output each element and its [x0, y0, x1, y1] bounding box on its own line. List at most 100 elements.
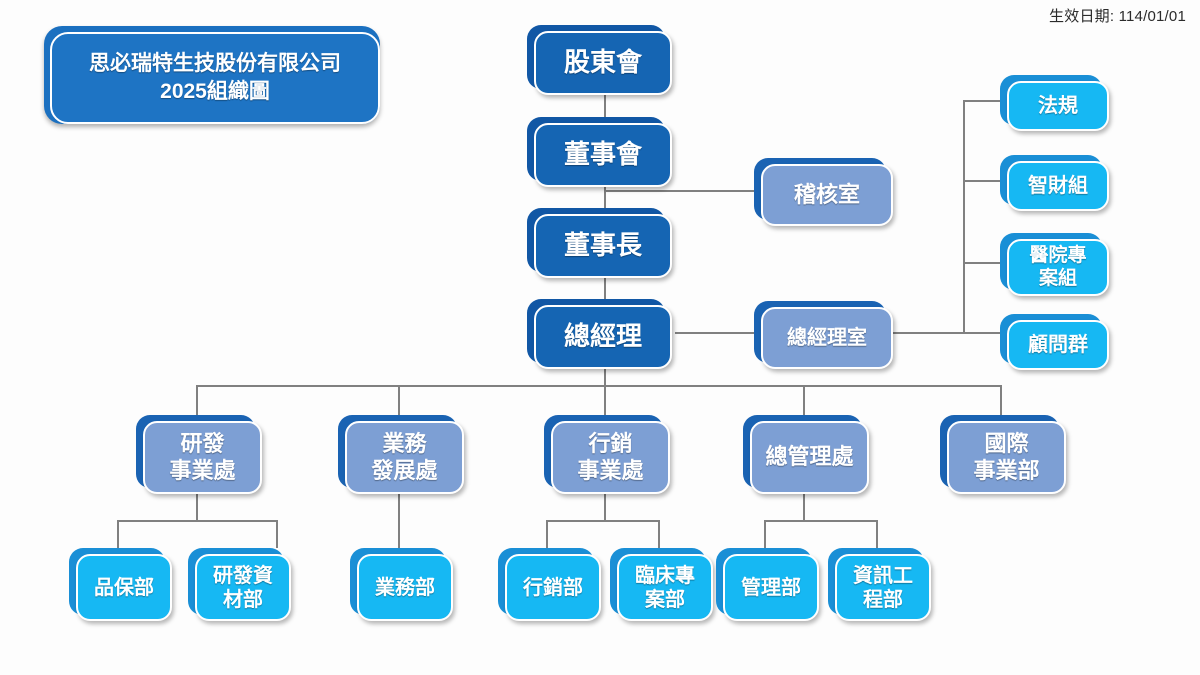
node-mkt-division-label-line1: 行銷	[588, 431, 633, 457]
node-ip-group[interactable]: 智財組	[1000, 155, 1109, 211]
node-consultants[interactable]: 顧問群	[1000, 314, 1109, 370]
node-intl-division-label-line2: 事業部	[973, 457, 1040, 483]
node-consultants-face: 顧問群	[1007, 320, 1109, 370]
node-rd-material-dept[interactable]: 研發資 材部	[188, 548, 291, 621]
connector-mkt-stem	[604, 493, 606, 521]
connector-bus-hospital-project	[963, 262, 1006, 264]
connector-drop-admin	[803, 385, 805, 416]
node-president-label: 總經理	[563, 321, 642, 352]
node-clinical-dept[interactable]: 臨床專 案部	[610, 548, 713, 621]
connector-board-audit-horizontal	[604, 190, 761, 192]
node-board-face: 董事會	[534, 123, 672, 187]
node-regulatory[interactable]: 法規	[1000, 75, 1109, 131]
node-it-dept-label-line2: 程部	[863, 588, 903, 611]
connector-bus-ip-group	[963, 180, 1006, 182]
node-chairman-face: 董事長	[534, 214, 672, 278]
connector-mkt-to-clinical	[658, 520, 660, 548]
connector-admin-span	[764, 520, 877, 522]
node-chairman-label: 董事長	[563, 230, 642, 261]
connector-president-mainbus	[604, 368, 606, 386]
chart-title-line1: 思必瑞特生技股份有限公司	[89, 51, 341, 75]
node-hospital-project-label-line2: 案組	[1038, 267, 1077, 289]
node-admin-division[interactable]: 總管理處	[743, 415, 869, 494]
node-hospital-project[interactable]: 醫院專 案組	[1000, 233, 1109, 296]
connector-gmoffice-bus	[893, 332, 1006, 334]
node-shareholders[interactable]: 股東會	[527, 25, 672, 95]
node-management-dept[interactable]: 管理部	[716, 548, 819, 621]
connector-drop-mkt	[604, 385, 606, 416]
node-president[interactable]: 總經理	[527, 299, 672, 369]
node-bd-division-label-line2: 發展處	[371, 457, 438, 483]
node-board[interactable]: 董事會	[527, 117, 672, 187]
node-audit-office-face: 稽核室	[761, 164, 893, 226]
node-ip-group-label: 智財組	[1028, 175, 1088, 197]
node-rd-division-label-line2: 事業處	[169, 457, 236, 483]
node-intl-division-label-line1: 國際	[984, 431, 1029, 457]
chart-title-line2: 2025組織圖	[160, 80, 270, 103]
node-board-label: 董事會	[563, 139, 642, 170]
connector-rd-span	[117, 520, 277, 522]
connector-mkt-span	[546, 520, 659, 522]
connector-rd-to-qa	[117, 520, 119, 548]
node-rd-material-dept-label-line1: 研發資	[213, 564, 273, 587]
connector-board-chairman	[604, 186, 606, 217]
effective-date-label: 生效日期: 114/01/01	[1049, 8, 1186, 25]
node-bd-division[interactable]: 業務 發展處	[338, 415, 464, 494]
node-president-face: 總經理	[534, 305, 672, 369]
connector-admin-stem	[803, 493, 805, 521]
node-audit-office-label: 稽核室	[793, 181, 860, 207]
node-sales-dept[interactable]: 業務部	[350, 548, 453, 621]
chart-title-inner: 思必瑞特生技股份有限公司 2025組織圖	[50, 32, 380, 124]
node-admin-division-face: 總管理處	[750, 421, 869, 494]
node-chairman[interactable]: 董事長	[527, 208, 672, 278]
connector-drop-rd	[196, 385, 198, 416]
node-marketing-dept-label: 行銷部	[523, 576, 583, 599]
node-regulatory-label: 法規	[1038, 95, 1078, 117]
node-rd-division-label-line1: 研發	[180, 431, 225, 457]
connector-right-bus-vertical	[963, 100, 965, 333]
node-clinical-dept-label-line1: 臨床專	[635, 564, 695, 587]
node-mkt-division[interactable]: 行銷 事業處	[544, 415, 670, 494]
node-sales-dept-face: 業務部	[357, 554, 453, 621]
connector-drop-intl	[1000, 385, 1002, 416]
node-bd-division-face: 業務 發展處	[345, 421, 464, 494]
node-intl-division[interactable]: 國際 事業部	[940, 415, 1066, 494]
node-clinical-dept-face: 臨床專 案部	[617, 554, 713, 621]
node-qa-dept-label: 品保部	[94, 576, 154, 599]
node-consultants-label: 顧問群	[1028, 334, 1088, 356]
node-gm-office-face: 總經理室	[761, 307, 893, 369]
node-shareholders-label: 股東會	[563, 47, 642, 78]
node-hospital-project-face: 醫院專 案組	[1007, 239, 1109, 296]
node-it-dept-face: 資訊工 程部	[835, 554, 931, 621]
connector-admin-to-management	[764, 520, 766, 548]
node-admin-division-label: 總管理處	[765, 444, 854, 470]
node-rd-division[interactable]: 研發 事業處	[136, 415, 262, 494]
node-shareholders-face: 股東會	[534, 31, 672, 95]
node-rd-division-face: 研發 事業處	[143, 421, 262, 494]
connector-shareholders-board	[604, 95, 606, 125]
connector-bus-regulatory	[963, 100, 1006, 102]
node-gm-office[interactable]: 總經理室	[754, 301, 893, 369]
node-mkt-division-face: 行銷 事業處	[551, 421, 670, 494]
connector-rd-stem	[196, 493, 198, 521]
node-management-dept-face: 管理部	[723, 554, 819, 621]
node-sales-dept-label: 業務部	[375, 576, 435, 599]
connector-drop-bd	[398, 385, 400, 416]
node-regulatory-face: 法規	[1007, 81, 1109, 131]
connector-bd-stem	[398, 493, 400, 548]
node-ip-group-face: 智財組	[1007, 161, 1109, 211]
node-gm-office-label: 總經理室	[787, 327, 867, 349]
node-it-dept[interactable]: 資訊工 程部	[828, 548, 931, 621]
node-intl-division-face: 國際 事業部	[947, 421, 1066, 494]
connector-mkt-to-marketing	[546, 520, 548, 548]
node-qa-dept[interactable]: 品保部	[69, 548, 172, 621]
node-audit-office[interactable]: 稽核室	[754, 158, 893, 226]
connector-main-bus	[196, 385, 1001, 387]
node-qa-dept-face: 品保部	[76, 554, 172, 621]
node-rd-material-dept-face: 研發資 材部	[195, 554, 291, 621]
node-marketing-dept-face: 行銷部	[505, 554, 601, 621]
node-rd-material-dept-label-line2: 材部	[223, 588, 263, 611]
node-mkt-division-label-line2: 事業處	[577, 457, 644, 483]
node-marketing-dept[interactable]: 行銷部	[498, 548, 601, 621]
